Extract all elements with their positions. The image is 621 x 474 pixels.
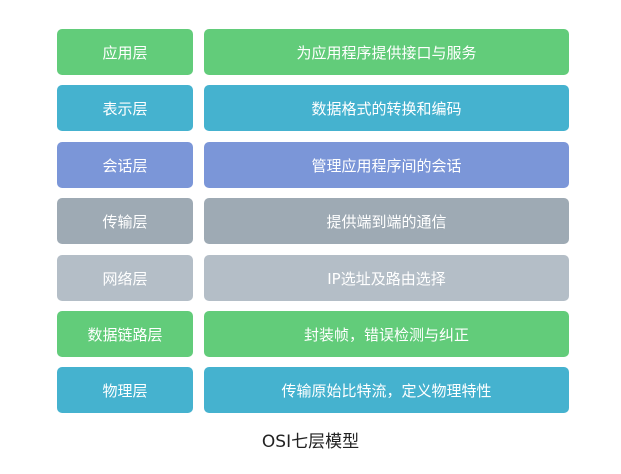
layer-name-session: 会话层 bbox=[57, 142, 193, 188]
diagram-caption: OSI七层模型 bbox=[261, 432, 360, 452]
layer-name-physical: 物理层 bbox=[57, 367, 193, 413]
layer-name-data-link: 数据链路层 bbox=[57, 311, 193, 357]
layer-desc-physical: 传输原始比特流，定义物理特性 bbox=[204, 367, 569, 413]
layer-row-network: 网络层 IP选址及路由选择 bbox=[57, 255, 569, 301]
layer-row-physical: 物理层 传输原始比特流，定义物理特性 bbox=[57, 367, 569, 413]
layer-name-transport: 传输层 bbox=[57, 198, 193, 244]
layer-desc-application: 为应用程序提供接口与服务 bbox=[204, 29, 569, 75]
layer-desc-session: 管理应用程序间的会话 bbox=[204, 142, 569, 188]
layer-row-data-link: 数据链路层 封装帧，错误检测与纠正 bbox=[57, 311, 569, 357]
layer-desc-transport: 提供端到端的通信 bbox=[204, 198, 569, 244]
layer-row-transport: 传输层 提供端到端的通信 bbox=[57, 198, 569, 244]
layer-row-application: 应用层 为应用程序提供接口与服务 bbox=[57, 29, 569, 75]
layer-name-network: 网络层 bbox=[57, 255, 193, 301]
layer-desc-data-link: 封装帧，错误检测与纠正 bbox=[204, 311, 569, 357]
layer-desc-network: IP选址及路由选择 bbox=[204, 255, 569, 301]
layer-desc-presentation: 数据格式的转换和编码 bbox=[204, 85, 569, 131]
layer-name-application: 应用层 bbox=[57, 29, 193, 75]
layer-row-presentation: 表示层 数据格式的转换和编码 bbox=[57, 85, 569, 131]
layer-name-presentation: 表示层 bbox=[57, 85, 193, 131]
layer-row-session: 会话层 管理应用程序间的会话 bbox=[57, 142, 569, 188]
